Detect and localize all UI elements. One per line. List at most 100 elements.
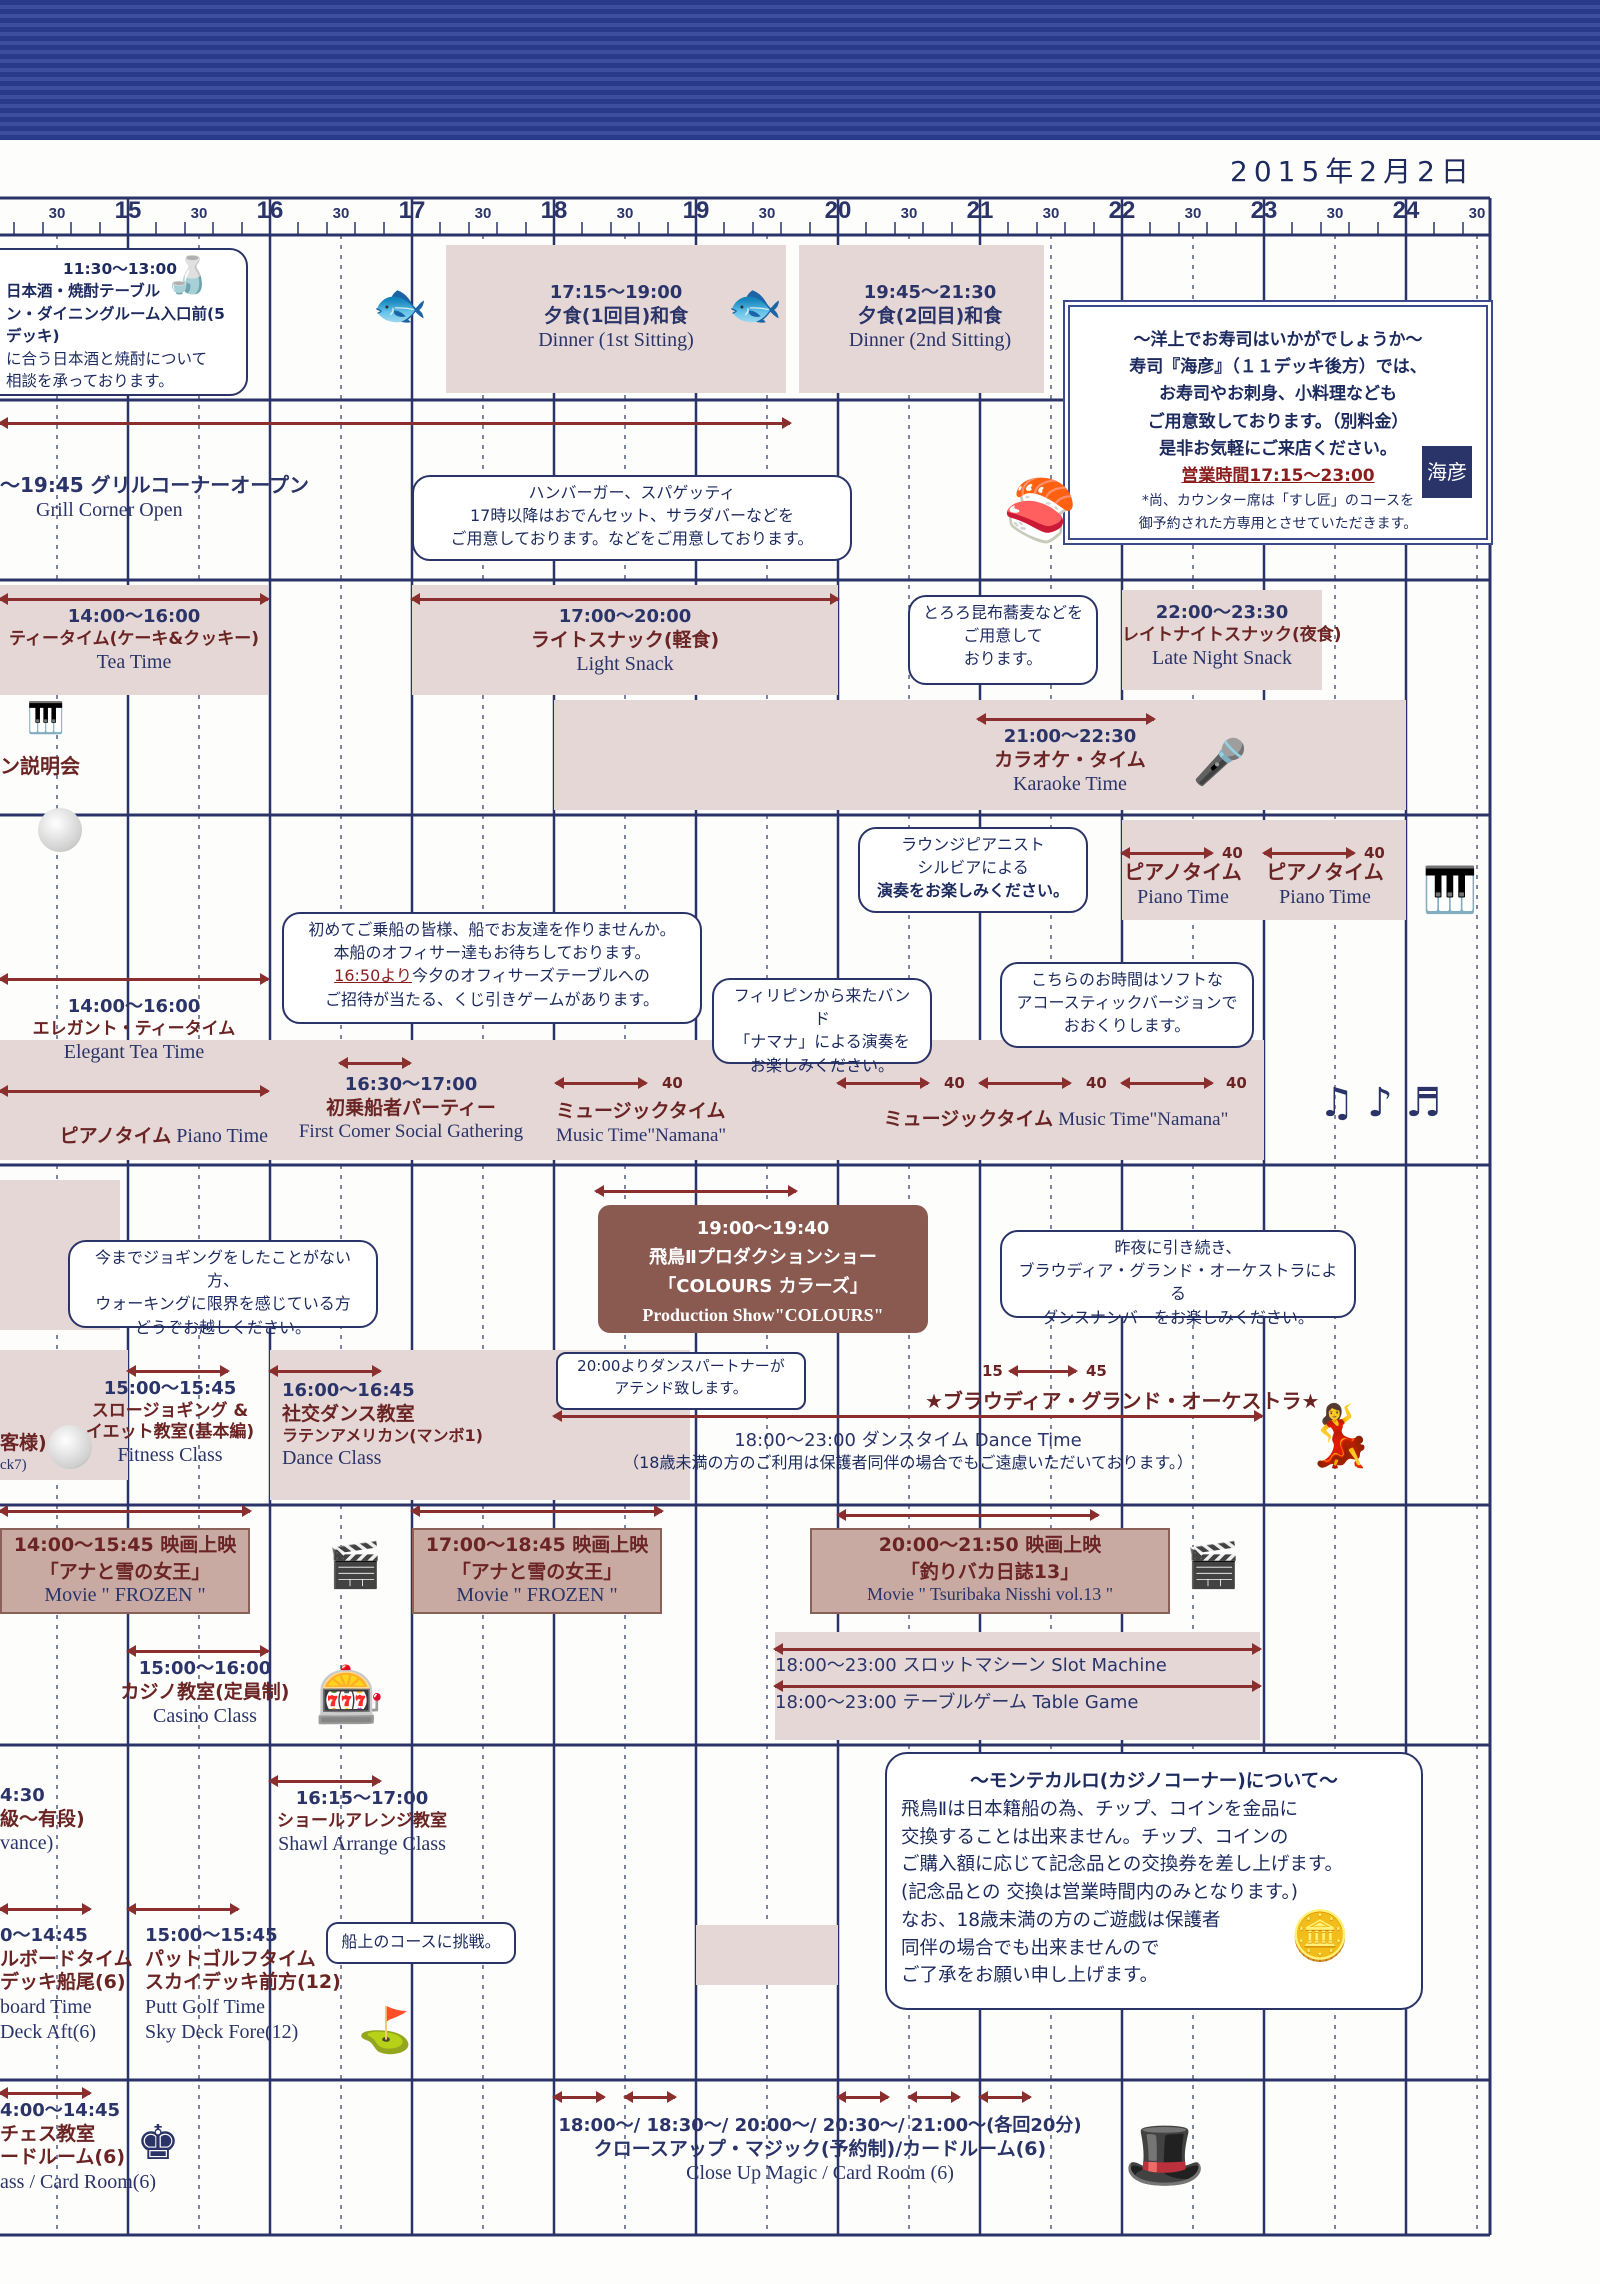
casino-class-arrow [126, 1645, 270, 1657]
shuffle-label: 0〜14:45 ルボードタイム デッキ船尾(6) board Time Deck… [0, 1925, 133, 2043]
shawl-arrow [268, 1775, 382, 1787]
karaoke-label: 21:00〜22:30 カラオケ・タイム Karaoke Time [994, 726, 1146, 796]
late-label: 22:00〜23:30 レイトナイトスナック(夜食) Late Night Sn… [1122, 602, 1342, 669]
setsumei-label: ン説明会 [0, 754, 80, 778]
grill-label: 〜19:45 グリルコーナーオープン Grill Corner Open [0, 473, 310, 521]
piano2-duration: 40 [1364, 844, 1385, 862]
shuffle-arrow [0, 1903, 92, 1915]
header-band [0, 0, 1600, 140]
casino-notice: 〜モンテカルロ(カジノコーナー)について〜 飛鳥Ⅱは日本籍船の為、チップ、コイン… [885, 1752, 1423, 2010]
elegant-label: 14:00〜16:00 エレガント・ティータイム Elegant Tea Tim… [32, 996, 236, 1063]
guest-label: 客様) ck7) [0, 1432, 47, 1473]
orchestra-arrow [1008, 1365, 1078, 1377]
clapperboard-icon: 🎬 [327, 1540, 383, 1591]
svg-text:30: 30 [1043, 205, 1060, 222]
piano1-arrow [1120, 847, 1214, 859]
music-block [0, 1040, 1264, 1160]
golf-icon: ⛳ [357, 2005, 413, 2056]
tea-label: 14:00〜16:00 ティータイム(ケーキ&クッキー) Tea Time [8, 606, 259, 673]
grand-piano-icon: 🎹 [1422, 865, 1478, 916]
fish-icon: 🐟 [372, 280, 428, 331]
snack-label: 17:00〜20:00 ライトスナック(軽食) Light Snack [530, 606, 720, 676]
orchestra-bubble: 昨夜に引き続き、 ブラウディア・グランド・オーケストラによる ダンスナンバーをお… [1000, 1230, 1356, 1327]
snack-arrow [410, 593, 840, 605]
music1-label: ミュージックタイム Music Time"Namana" [556, 1100, 727, 1146]
table-arrow [773, 1680, 1262, 1692]
chess-icon: ♚ [136, 2115, 180, 2171]
music1-duration: 40 [662, 1074, 683, 1092]
umihiko-logo: 海彦 [1422, 446, 1472, 498]
hour-22: 22 [1109, 197, 1136, 224]
music2c-duration: 40 [1226, 1074, 1247, 1092]
hour-18: 18 [541, 197, 568, 224]
show-arrow [594, 1185, 798, 1197]
course-bubble: 船上のコースに挑戦。 [326, 1922, 516, 1964]
band-bubble: フィリピンから来たバンド 「ナマナ」による演奏を お楽しみください。 [712, 978, 932, 1075]
hour-21: 21 [967, 197, 994, 224]
orchestra-start-min: 15 [982, 1362, 1003, 1380]
hour-16: 16 [257, 197, 284, 224]
karaoke-arrow [976, 713, 1156, 725]
magic-arrow [623, 2091, 677, 2103]
officer-bubble: 初めてご乗船の皆様、船でお友達を作りませんか。 本船のオフィサー達もお待ちしてお… [282, 912, 702, 1024]
svg-text:30: 30 [475, 205, 492, 222]
magic-arrow [836, 2091, 890, 2103]
piano2-arrow [1262, 847, 1356, 859]
grill-arrow [0, 417, 792, 429]
casino-class-label: 15:00〜16:00 カジノ教室(定員制) Casino Class [120, 1658, 290, 1728]
music2a-arrow [836, 1077, 930, 1089]
tea-block [0, 585, 268, 695]
first-comer-arrow [338, 1057, 412, 1069]
binder-hole [38, 808, 82, 852]
movie2-arrow [410, 1505, 664, 1517]
music-notes-icon: ♫ ♪ ♬ [1318, 1080, 1442, 1126]
microphone-icon: 🎤 [1192, 737, 1248, 788]
svg-text:30: 30 [49, 205, 66, 222]
putt-label: 15:00〜15:45 パットゴルフタイム スカイデッキ前方(12) Putt … [145, 1925, 341, 2043]
hour-15: 15 [115, 197, 142, 224]
hour-20: 20 [825, 197, 852, 224]
dinner2-label: 19:45〜21:30 夕食(2回目)和食 Dinner (2nd Sittin… [848, 282, 1012, 352]
svg-text:30: 30 [901, 205, 918, 222]
piano1-label: ピアノタイム Piano Time [1124, 860, 1242, 908]
shawl-label: 16:15〜17:00 ショールアレンジ教室 Shawl Arrange Cla… [277, 1788, 447, 1855]
dinner1-label: 17:15〜19:00 夕食(1回目)和食 Dinner (1st Sittin… [538, 282, 694, 352]
binder-hole [48, 1425, 92, 1469]
svg-text:30: 30 [1469, 205, 1486, 222]
slowjog-arrow [126, 1365, 230, 1377]
svg-text:30: 30 [617, 205, 634, 222]
slot-arrow [773, 1643, 1262, 1655]
svg-text:30: 30 [191, 205, 208, 222]
magic-arrow [907, 2091, 961, 2103]
slot-label: 18:00〜23:00 スロットマシーン Slot Machine [775, 1655, 1167, 1676]
grill-bubble: ハンバーガー、スパゲッティ 17時以降はおでんセット、サラダバーなどを ご用意し… [412, 475, 852, 561]
music1-arrow [554, 1077, 648, 1089]
movie3: 20:00〜21:50 映画上映 「釣りバカ日誌13」 Movie " Tsur… [810, 1528, 1170, 1614]
keyboard-icon: 🎹 [27, 700, 65, 736]
casino-block-2 [696, 1925, 838, 1985]
table-label: 18:00〜23:00 テーブルゲーム Table Game [775, 1692, 1139, 1713]
casino-chips-icon: 🪙 [1290, 1907, 1350, 1964]
movie1: 14:00〜15:45 映画上映 「アナと雪の女王」 Movie " FROZE… [0, 1528, 250, 1614]
hour-24: 24 [1393, 197, 1420, 224]
chess-label: 4:00〜14:45 チェス教室 ードルーム(6) ass / Card Roo… [0, 2100, 157, 2193]
advance-label: 4:30 級〜有段) vance) [0, 1785, 85, 1855]
partner-bubble: 20:00よりダンスパートナーが アテンド致します。 [556, 1352, 806, 1410]
putt-arrow [126, 1903, 240, 1915]
jogging-bubble: 今までジョギングをしたことがない方、 ウォーキングに限界を感じている方 どうぞお… [68, 1240, 378, 1337]
movie1-arrow [0, 1505, 252, 1517]
magic-label: 18:00〜/ 18:30〜/ 20:00〜/ 20:30〜/ 21:00〜(各… [558, 2115, 1082, 2185]
magic-arrow [978, 2091, 1032, 2103]
snack-block [412, 585, 838, 695]
sushi-notice: 〜洋上でお寿司はいかがでしょうか〜 寿司『海彦』（１１デッキ後方）では、 お寿司… [1063, 300, 1493, 545]
social-arrow [268, 1365, 382, 1377]
piano-left-arrow [0, 1085, 270, 1097]
dancing-couple-icon: 💃 [1302, 1400, 1378, 1471]
fish-icon: 🐟 [727, 280, 783, 331]
magic-hat-icon: 🎩 [1123, 2116, 1207, 2193]
music2a-duration: 40 [944, 1074, 965, 1092]
tea-arrow [0, 593, 270, 605]
production-show: 19:00〜19:40 飛鳥Ⅱプロダクションショー 「COLOURS カラーズ」… [598, 1205, 928, 1333]
dance-label: 18:00〜23:00 ダンスタイム Dance Time （18歳未満の方のご… [623, 1430, 1193, 1472]
music2b-arrow [978, 1077, 1072, 1089]
